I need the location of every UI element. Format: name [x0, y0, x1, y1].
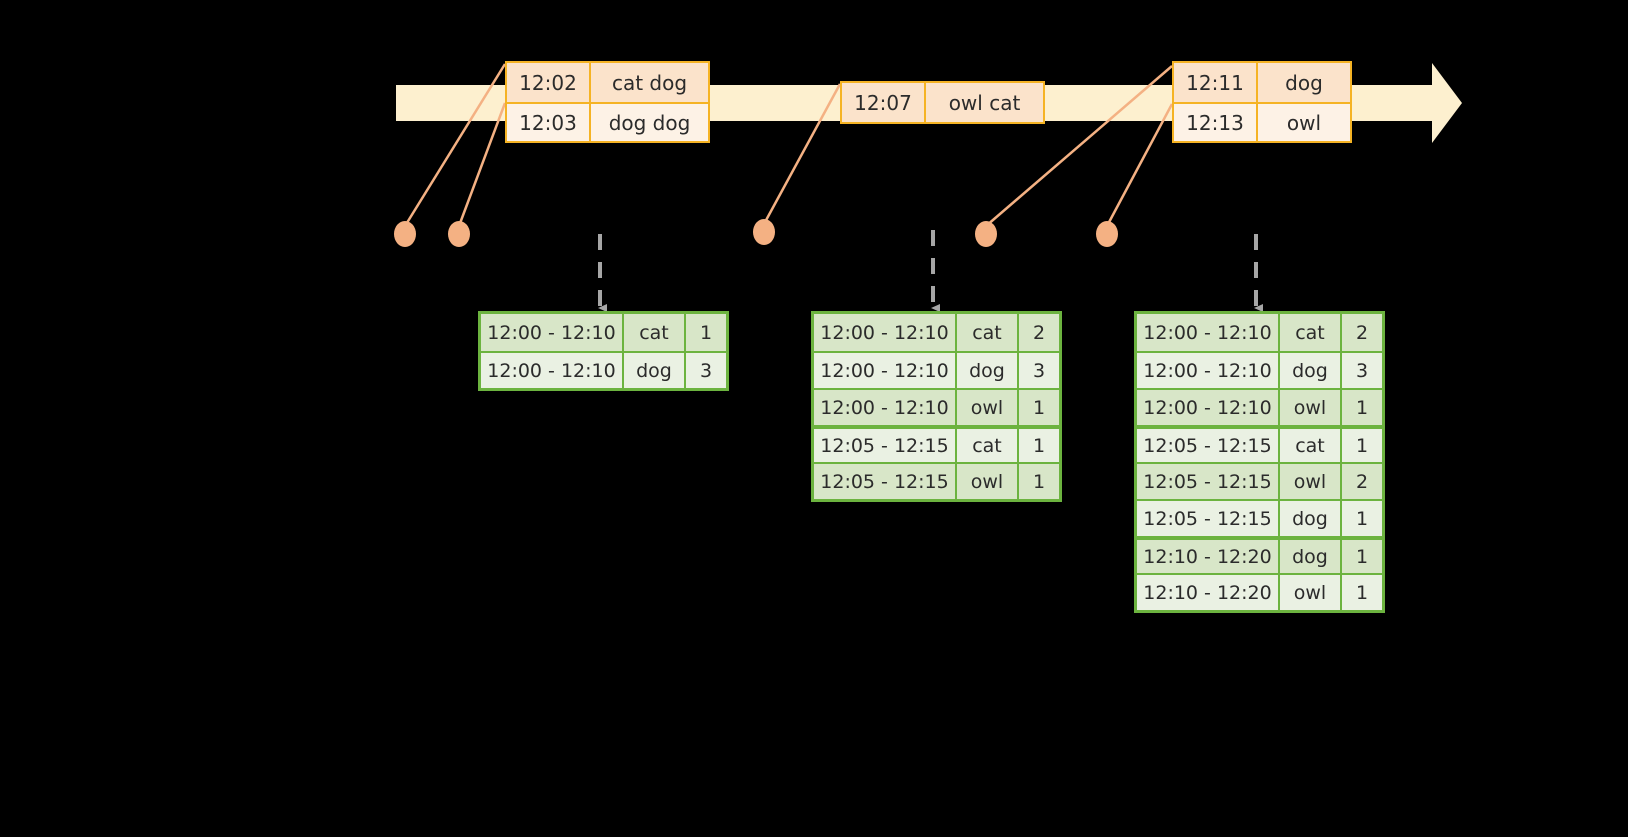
- cell-word: cat: [624, 314, 686, 351]
- cell-word: dog: [1280, 501, 1342, 536]
- event-row: 12:03 dog dog: [507, 102, 708, 141]
- event-time: 12:02: [507, 63, 591, 102]
- cell-window: 12:00 - 12:10: [1137, 314, 1280, 351]
- event-words: dog dog: [591, 104, 708, 141]
- cell-word: dog: [1280, 540, 1342, 573]
- cell-count: 1: [1019, 390, 1059, 425]
- cell-word: cat: [1280, 314, 1342, 351]
- cell-count: 1: [1019, 464, 1059, 499]
- event-words: dog: [1258, 63, 1350, 102]
- cell-count: 3: [686, 353, 726, 388]
- cell-window: 12:05 - 12:15: [1137, 429, 1280, 462]
- cell-word: owl: [1280, 575, 1342, 610]
- event-row: 12:11 dog: [1174, 63, 1350, 102]
- cell-word: dog: [957, 353, 1019, 388]
- cell-word: owl: [1280, 390, 1342, 425]
- cell-window: 12:00 - 12:10: [481, 314, 624, 351]
- cell-window: 12:00 - 12:10: [1137, 353, 1280, 388]
- event-time: 12:13: [1174, 104, 1258, 141]
- cell-window: 12:00 - 12:10: [814, 390, 957, 425]
- event-dot-2: [448, 221, 470, 247]
- cell-window: 12:05 - 12:15: [1137, 464, 1280, 499]
- cell-count: 1: [1342, 501, 1382, 536]
- cell-count: 1: [1342, 540, 1382, 573]
- event-row: 12:07 owl cat: [842, 83, 1043, 122]
- cell-count: 2: [1342, 464, 1382, 499]
- cell-count: 1: [1342, 390, 1382, 425]
- event-dot-1: [394, 221, 416, 247]
- cell-window: 12:00 - 12:10: [814, 314, 957, 351]
- cell-word: cat: [1280, 429, 1342, 462]
- cell-word: dog: [1280, 353, 1342, 388]
- event-time: 12:07: [842, 83, 926, 122]
- event-group-3: 12:11 dog 12:13 owl: [1172, 61, 1352, 143]
- connector-3: [762, 83, 842, 225]
- event-dot-3: [753, 219, 775, 245]
- cell-window: 12:00 - 12:10: [481, 353, 624, 388]
- cell-window: 12:05 - 12:15: [1137, 501, 1280, 536]
- cell-window: 12:05 - 12:15: [814, 429, 957, 462]
- event-dot-4: [975, 221, 997, 247]
- cell-count: 1: [1342, 429, 1382, 462]
- cell-count: 1: [1342, 575, 1382, 610]
- cell-window: 12:05 - 12:15: [814, 464, 957, 499]
- cell-count: 1: [686, 314, 726, 351]
- event-time: 12:11: [1174, 63, 1258, 102]
- event-words: owl: [1258, 104, 1350, 141]
- event-row: 12:13 owl: [1174, 102, 1350, 141]
- connector-2: [457, 102, 507, 227]
- event-group-2: 12:07 owl cat: [840, 81, 1045, 124]
- event-dot-5: [1096, 221, 1118, 247]
- event-row: 12:02 cat dog: [507, 63, 708, 102]
- cell-word: dog: [624, 353, 686, 388]
- cell-window: 12:10 - 12:20: [1137, 575, 1280, 610]
- event-time: 12:03: [507, 104, 591, 141]
- cell-window: 12:10 - 12:20: [1137, 540, 1280, 573]
- connector-5: [1105, 103, 1174, 227]
- cell-count: 2: [1342, 314, 1382, 351]
- flow-arrows: [598, 230, 1263, 312]
- event-group-1: 12:02 cat dog 12:03 dog dog: [505, 61, 710, 143]
- cell-word: owl: [957, 464, 1019, 499]
- cell-word: owl: [1280, 464, 1342, 499]
- cell-word: cat: [957, 429, 1019, 462]
- cell-word: cat: [957, 314, 1019, 351]
- cell-count: 1: [1019, 429, 1059, 462]
- cell-word: owl: [957, 390, 1019, 425]
- connector-1: [403, 63, 507, 227]
- event-words: owl cat: [926, 83, 1043, 122]
- cell-window: 12:00 - 12:10: [1137, 390, 1280, 425]
- cell-count: 3: [1342, 353, 1382, 388]
- cell-count: 2: [1019, 314, 1059, 351]
- cell-count: 3: [1019, 353, 1059, 388]
- event-words: cat dog: [591, 63, 708, 102]
- cell-window: 12:00 - 12:10: [814, 353, 957, 388]
